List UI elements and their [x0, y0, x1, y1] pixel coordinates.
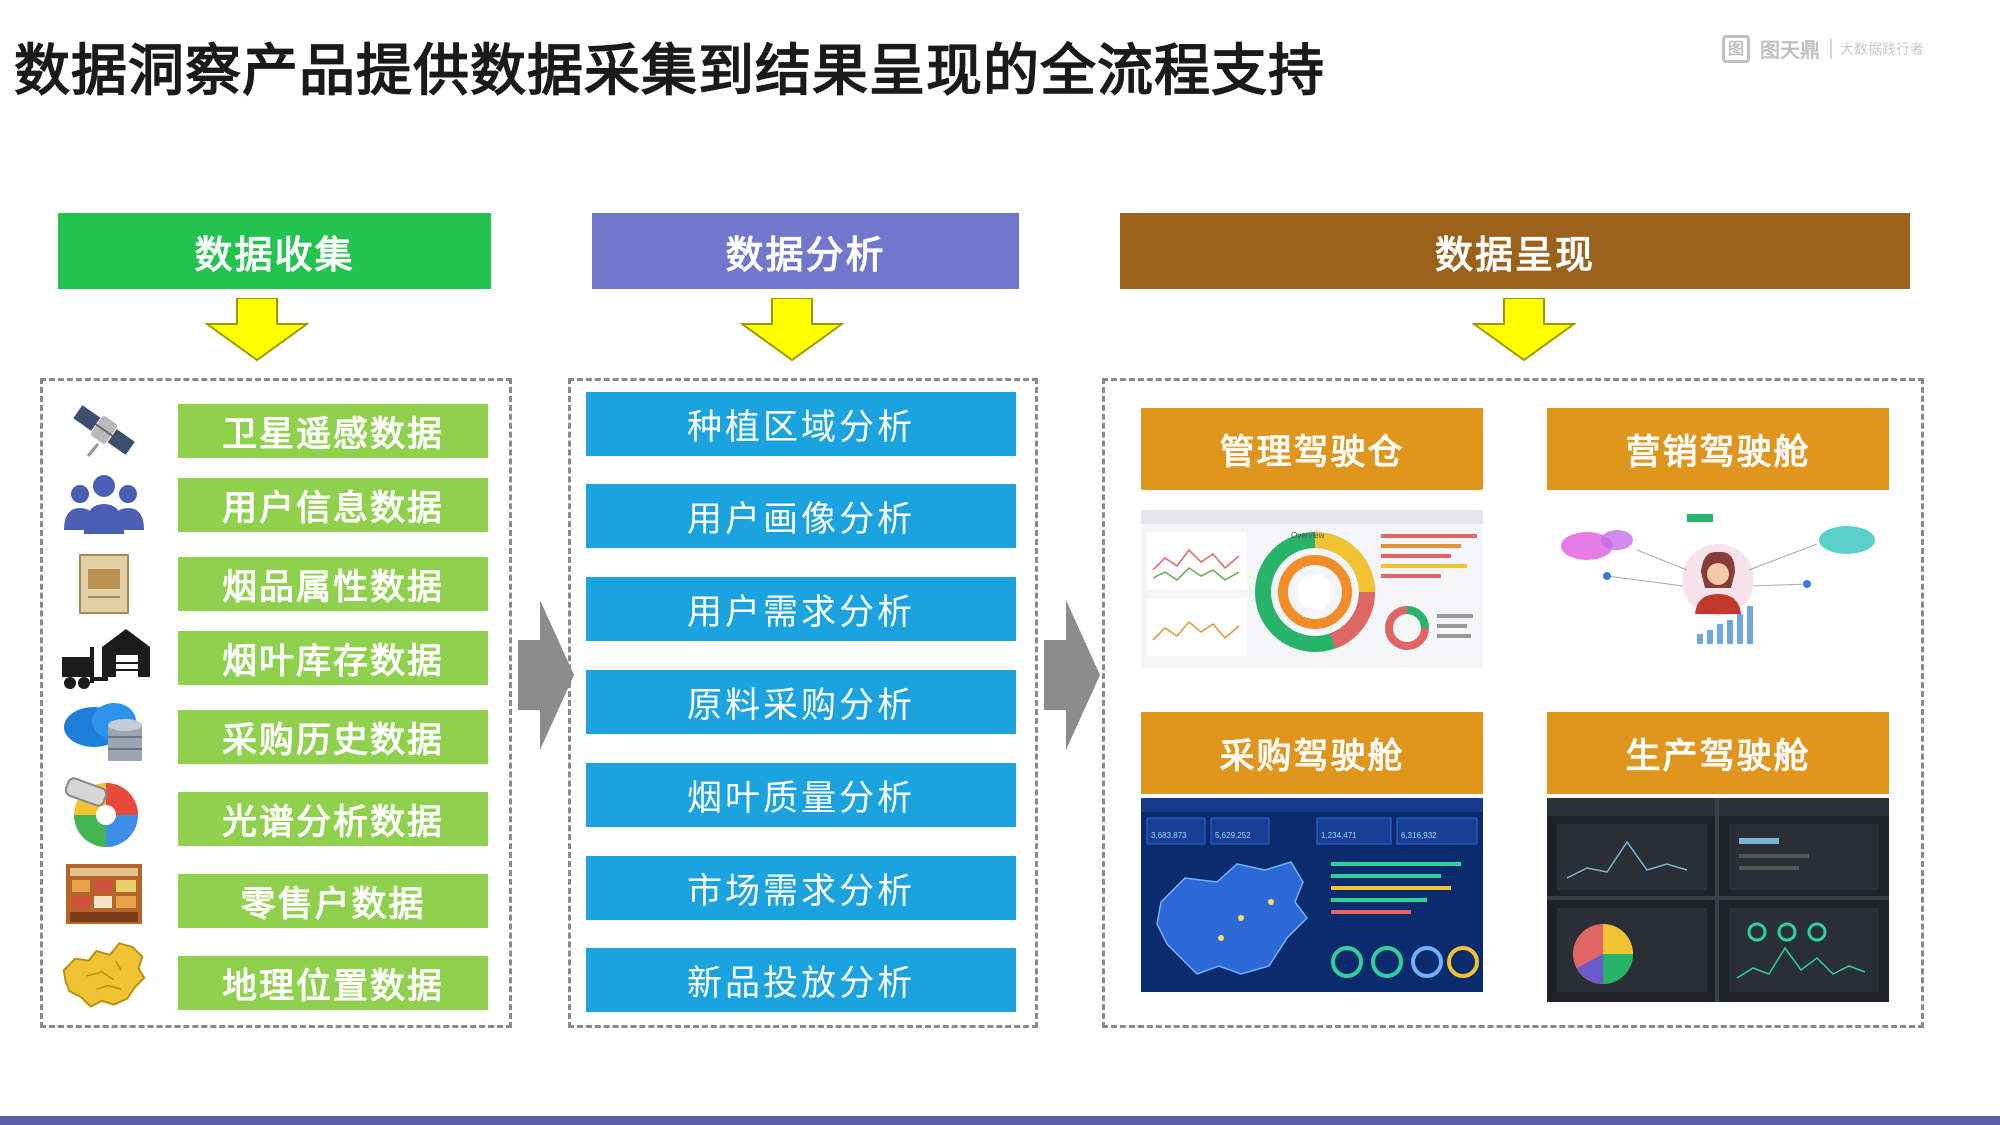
- analysis-user-profile: 用户画像分析: [586, 484, 1016, 548]
- china-map-icon: [58, 940, 150, 1008]
- analysis-raw-material-purchase: 原料采购分析: [586, 670, 1016, 734]
- cockpit-management: 管理驾驶仓: [1141, 408, 1483, 490]
- brand-logo-icon: 图: [1722, 34, 1750, 63]
- cigarette-pack-icon: [58, 550, 150, 618]
- source-label-satellite: 卫星遥感数据: [178, 404, 488, 458]
- satellite-icon: [58, 396, 150, 464]
- down-arrow-analyze-icon: [740, 298, 844, 362]
- source-label-user-info: 用户信息数据: [178, 478, 488, 532]
- source-label-retailer: 零售户数据: [178, 874, 488, 928]
- analysis-user-demand: 用户需求分析: [586, 577, 1016, 641]
- cockpit-marketing: 营销驾驶舱: [1547, 408, 1889, 490]
- management-dashboard-preview: Overview: [1141, 510, 1483, 668]
- source-label-spectral: 光谱分析数据: [178, 792, 488, 846]
- brand-logo-sub: 大数据践行者: [1830, 38, 1924, 59]
- users-icon: [58, 470, 150, 538]
- analysis-new-product-launch: 新品投放分析: [586, 948, 1016, 1012]
- stat-2: 5,629,252: [1215, 831, 1251, 840]
- stage-header-present: 数据呈现: [1120, 213, 1910, 289]
- brand-logo-text: 图天鼎: [1760, 38, 1820, 62]
- analysis-market-demand: 市场需求分析: [586, 856, 1016, 920]
- production-dashboard-preview: [1547, 798, 1889, 1002]
- spectrometer-icon: [58, 777, 150, 847]
- source-label-inventory: 烟叶库存数据: [178, 631, 488, 685]
- stat-4: 6,316,932: [1401, 831, 1437, 840]
- analyze-panel: [568, 378, 1038, 1028]
- flow-arrow-right-1-icon: [518, 600, 574, 750]
- cockpit-production: 生产驾驶舱: [1547, 712, 1889, 794]
- flow-arrow-right-2-icon: [1044, 600, 1100, 750]
- stage-header-collect: 数据收集: [58, 213, 491, 289]
- marketing-dashboard-preview: [1547, 510, 1889, 668]
- procurement-dashboard-preview: 3,683,873 5,629,252 1,234,471 6,316,932: [1141, 798, 1483, 992]
- stat-3: 1,234,471: [1321, 831, 1357, 840]
- collect-panel: [40, 378, 512, 1028]
- cloud-database-icon: [58, 698, 150, 766]
- analysis-planting-area: 种植区域分析: [586, 392, 1016, 456]
- source-label-product: 烟品属性数据: [178, 557, 488, 611]
- stat-1: 3,683,873: [1151, 831, 1187, 840]
- source-label-purchase-history: 采购历史数据: [178, 710, 488, 764]
- down-arrow-collect-icon: [205, 298, 309, 362]
- source-label-geo: 地理位置数据: [178, 956, 488, 1010]
- warehouse-forklift-icon: [58, 624, 150, 692]
- present-panel: [1102, 378, 1924, 1028]
- retail-store-icon: [58, 860, 150, 928]
- analysis-leaf-quality: 烟叶质量分析: [586, 763, 1016, 827]
- stage-header-analyze: 数据分析: [592, 213, 1019, 289]
- bottom-accent-bar: [0, 1116, 2000, 1125]
- cockpit-procurement: 采购驾驶舱: [1141, 712, 1483, 794]
- page-title: 数据洞察产品提供数据采集到结果呈现的全流程支持: [14, 39, 1325, 104]
- overview-label: Overview: [1291, 531, 1325, 540]
- down-arrow-present-icon: [1472, 298, 1576, 362]
- brand-logo: 图 图天鼎 大数据践行者: [1722, 34, 1924, 63]
